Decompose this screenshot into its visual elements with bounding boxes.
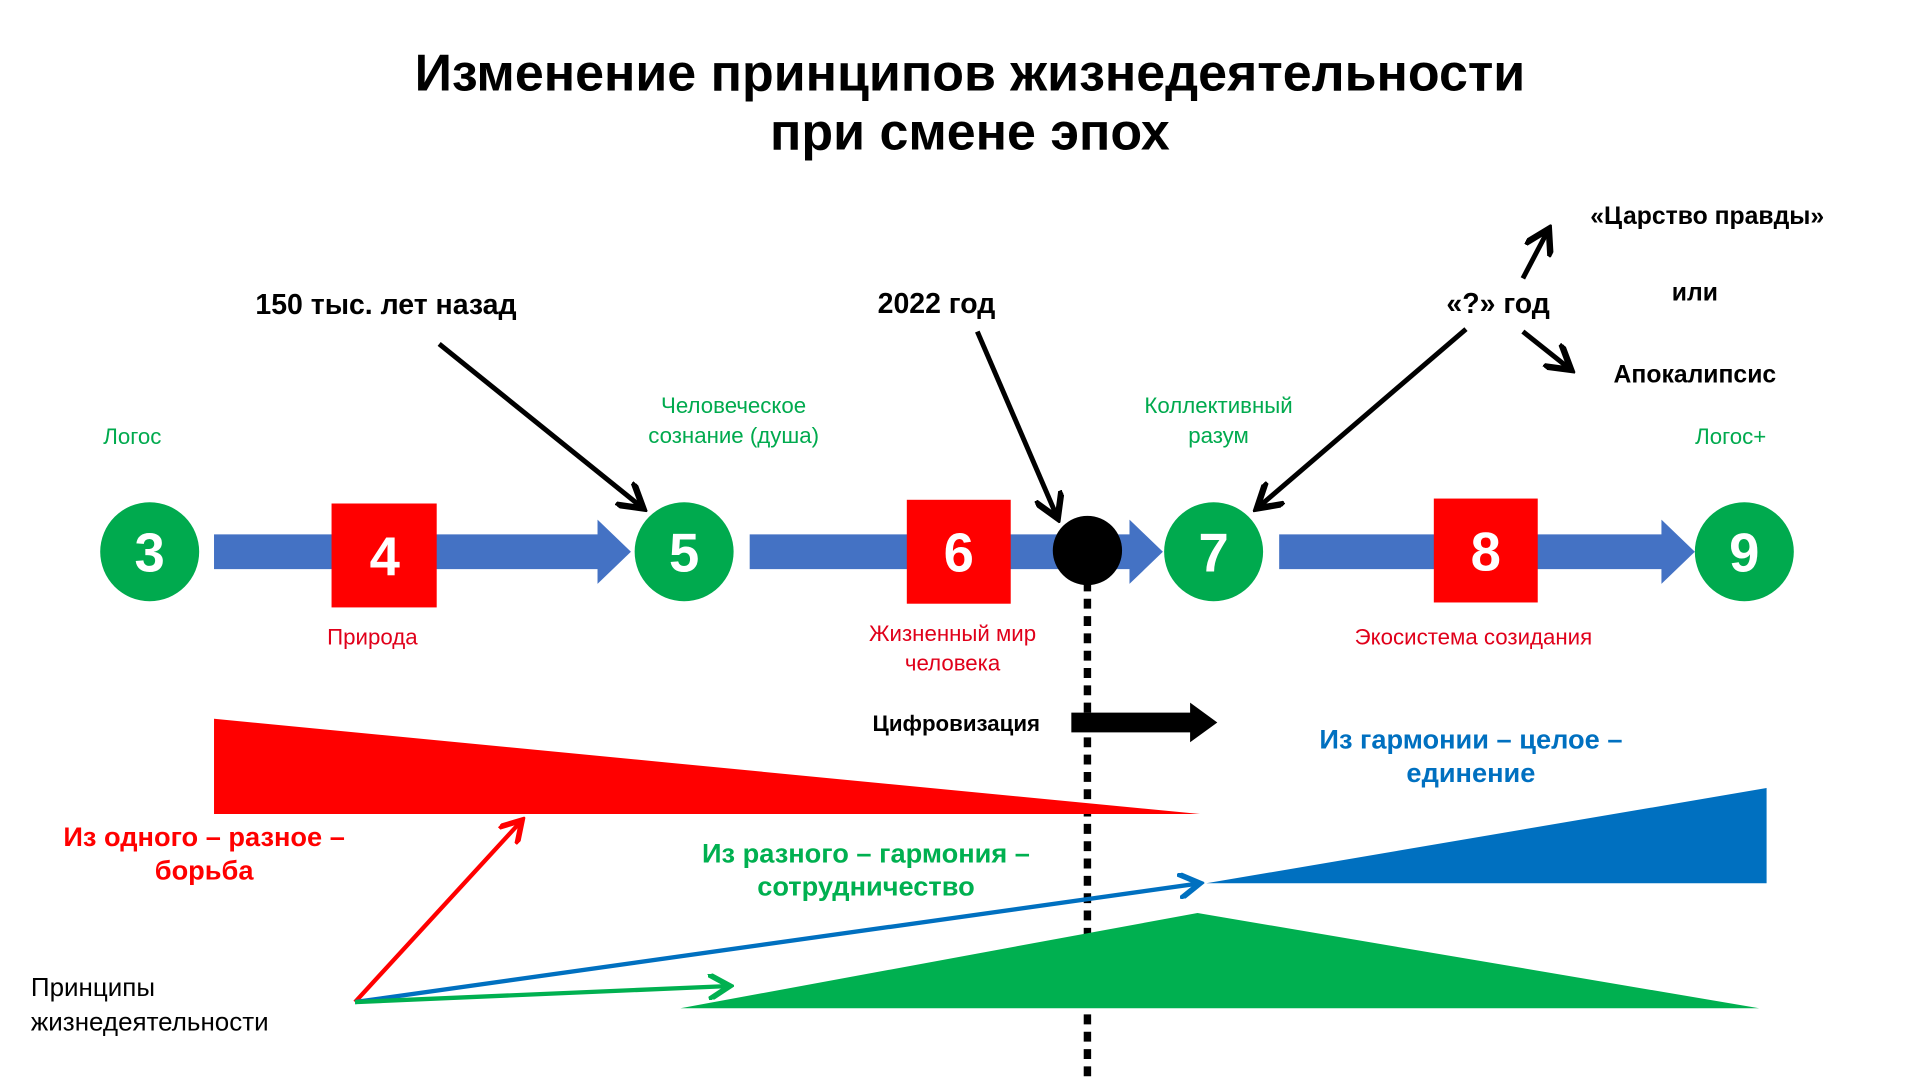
- label-ecosystem: Экосистема созидания: [1355, 625, 1592, 650]
- blue-wedge: [1206, 788, 1767, 884]
- node-number: 6: [944, 523, 974, 584]
- arrow-ago: [437, 341, 643, 509]
- node-9: 9: [1694, 502, 1794, 602]
- digitalization-label: Цифровизация: [873, 711, 1040, 736]
- node-6: 6: [906, 499, 1011, 604]
- label-logos-plus: Логос+: [1695, 424, 1766, 449]
- principle-red-1: Из одного – разное –: [63, 821, 345, 852]
- arrow-now: [975, 330, 1057, 519]
- label-lifeworld-2: человека: [905, 651, 1001, 676]
- annotation-future: «?» год: [1446, 288, 1549, 320]
- node-number: 7: [1198, 523, 1228, 584]
- node-number: 8: [1471, 521, 1501, 582]
- node-8: 8: [1433, 498, 1538, 603]
- arrow-kingdom: [1520, 229, 1549, 280]
- principle-green-1: Из разного – гармония –: [702, 837, 1030, 868]
- arrow-to-red: [353, 820, 522, 1004]
- annotation-kingdom: «Царство правды»: [1590, 203, 1824, 230]
- annotation-now: 2022 год: [878, 288, 996, 320]
- label-consciousness-2: сознание (душа): [648, 423, 819, 448]
- node-3: 3: [100, 502, 200, 602]
- label-collective-2: разум: [1188, 423, 1249, 448]
- node-number: 9: [1729, 523, 1759, 584]
- node-7: 7: [1164, 502, 1264, 602]
- principle-red-2: борьба: [155, 855, 255, 886]
- arrow-to-green: [354, 986, 730, 1005]
- annotation-ago: 150 тыс. лет назад: [255, 289, 516, 321]
- node-number: 3: [135, 523, 165, 584]
- principles-label-1: Принципы: [31, 972, 155, 1002]
- label-consciousness-1: Человеческое: [661, 393, 806, 418]
- arrow-apocalypse: [1521, 329, 1571, 370]
- present-dot: [1052, 515, 1123, 586]
- label-lifeworld-1: Жизненный мир: [869, 621, 1036, 646]
- green-wedge: [680, 912, 1760, 1009]
- node-4: 4: [331, 503, 437, 608]
- digitalization-arrow: [1071, 702, 1218, 743]
- node-5: 5: [634, 502, 734, 602]
- title-line-2: при смене эпох: [770, 104, 1170, 162]
- node-number: 4: [370, 526, 400, 587]
- label-logos: Логос: [103, 424, 161, 449]
- title-line-1: Изменение принципов жизнедеятельности: [415, 44, 1526, 102]
- arrow-future: [1257, 327, 1468, 508]
- node-number: 5: [669, 523, 699, 584]
- annotation-apocalypse: Апокалипсис: [1614, 361, 1777, 388]
- arrow-to-blue: [354, 883, 1200, 1005]
- label-collective-1: Коллективный: [1144, 393, 1292, 418]
- principle-green-2: сотрудничество: [757, 871, 975, 902]
- principle-blue-1: Из гармонии – целое –: [1319, 723, 1622, 754]
- label-nature: Природа: [327, 625, 418, 650]
- annotation-or: или: [1672, 280, 1718, 307]
- principle-blue-2: единение: [1406, 757, 1535, 788]
- red-wedge: [214, 718, 1200, 815]
- principles-label-2: жизнедеятельности: [31, 1007, 269, 1037]
